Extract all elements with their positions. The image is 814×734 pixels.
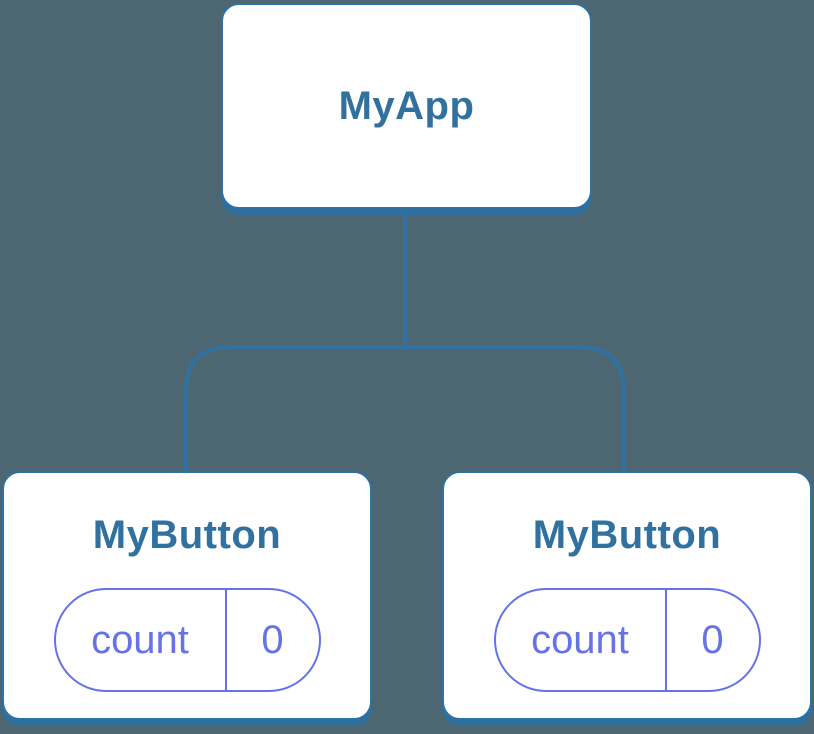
node-mybutton-right: MyButton count 0 [442,471,812,720]
state-pill-right: count 0 [493,588,761,692]
state-pill-left: count 0 [53,588,321,692]
node-mybutton-right-label: MyButton [532,513,722,557]
node-mybutton-left: MyButton count 0 [2,471,372,720]
node-myapp-label: MyApp [338,84,475,128]
state-value-left: 0 [224,590,319,690]
state-key-left: count [91,617,189,662]
node-mybutton-left-label: MyButton [92,513,282,557]
state-value-right: 0 [664,590,759,690]
state-key-right: count [531,617,629,662]
connector-branch [184,345,626,474]
node-myapp: MyApp [221,3,592,209]
